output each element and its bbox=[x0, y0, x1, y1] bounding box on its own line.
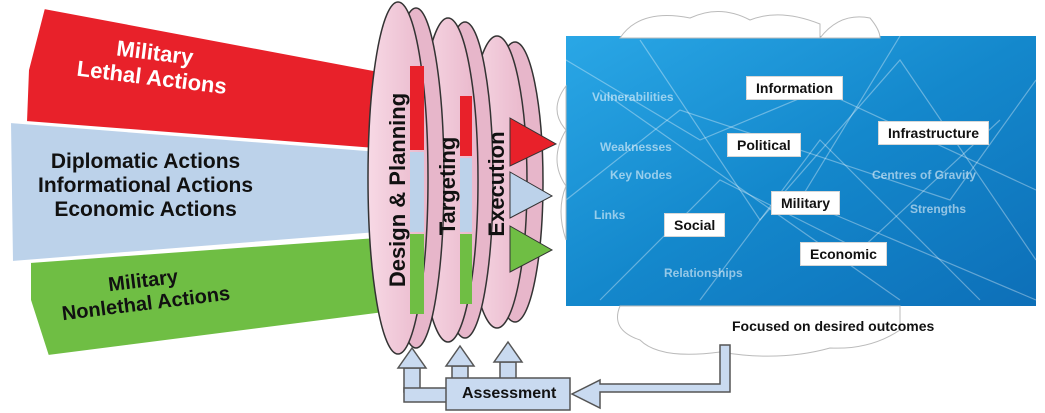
instruments-label: Diplomatic Actions Informational Actions… bbox=[38, 150, 253, 222]
military-tag: Military bbox=[771, 191, 841, 215]
outcomes-caption: Focused on desired outcomes bbox=[732, 318, 935, 334]
informational-actions-label: Informational Actions bbox=[38, 174, 254, 198]
infrastructure-tag: Infrastructure bbox=[878, 121, 990, 145]
information-tag: Information bbox=[746, 76, 843, 100]
disc-bands bbox=[410, 66, 472, 314]
military-nonlethal-arrow bbox=[29, 234, 394, 358]
links-term: Links bbox=[594, 208, 626, 222]
weaknesses-term: Weaknesses bbox=[600, 140, 672, 154]
nonlethal-output-arrowhead bbox=[509, 225, 554, 273]
assessment-label: Assessment bbox=[462, 385, 557, 402]
strengths-term: Strengths bbox=[910, 202, 967, 216]
centres-of-gravity-term: Centres of Gravity bbox=[872, 168, 977, 182]
social-tag: Social bbox=[664, 213, 726, 237]
economic-tag: Economic bbox=[800, 242, 887, 266]
political-tag: Political bbox=[727, 133, 801, 157]
environment-clouds bbox=[556, 10, 901, 357]
execution-label: Execution bbox=[484, 131, 509, 237]
targeting-label: Targeting bbox=[435, 136, 460, 236]
assessment-box bbox=[445, 377, 571, 411]
economic-actions-label: Economic Actions bbox=[54, 198, 237, 222]
vulnerabilities-term: Vulnerabilities bbox=[592, 90, 674, 104]
instruments-output-arrowhead bbox=[509, 171, 554, 219]
relationships-term: Relationships bbox=[664, 266, 743, 280]
lethal-output-arrowhead bbox=[509, 117, 558, 167]
diplomatic-actions-label: Diplomatic Actions bbox=[50, 150, 241, 173]
key-nodes-term: Key Nodes bbox=[610, 168, 673, 182]
design-planning-label: Design & Planning bbox=[385, 92, 410, 288]
